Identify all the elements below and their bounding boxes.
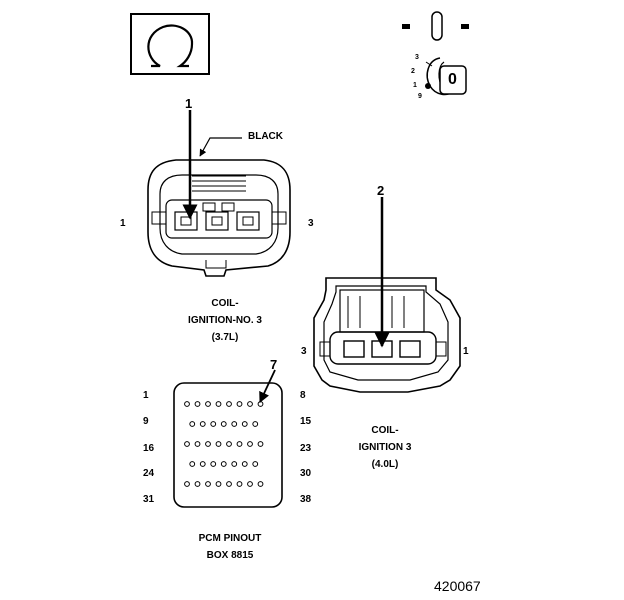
pcm-pin-4 — [215, 401, 222, 407]
ohmmeter-icon — [130, 13, 210, 75]
pcm-pin-3 — [205, 401, 211, 407]
pcm-pin-23 — [257, 441, 264, 447]
pcm-left-pin-16: 16 — [143, 443, 155, 454]
pcm-caption: PCM PINOUT BOX 8815 — [165, 530, 295, 564]
pcm-pin-18 — [205, 441, 211, 447]
coil-40-connector — [313, 277, 461, 393]
pcm-right-pin-23: 23 — [300, 443, 312, 454]
pcm-probe-arrow — [259, 369, 276, 403]
pcm-caption-line-2: BOX 8815 — [206, 550, 254, 561]
pcm-caption-line-1: PCM PINOUT — [198, 533, 262, 544]
pcm-pin-38 — [257, 481, 264, 487]
coil-40-caption-line-2: IGNITION 3 — [358, 442, 412, 453]
black-wire-leader — [199, 137, 242, 157]
pcm-pin-6 — [236, 401, 243, 407]
pcm-pin-grid — [184, 401, 264, 487]
pcm-pin-29 — [241, 461, 248, 467]
switch-position-9: 9 — [418, 93, 422, 100]
coil-40-caption-line-3: (4.0L) — [371, 459, 399, 470]
coil-37-pin-left: 1 — [120, 218, 126, 229]
pcm-pin-11 — [210, 421, 217, 427]
pcm-pin-25 — [199, 461, 206, 467]
pcm-pin-33 — [205, 481, 211, 487]
pcm-pin-13 — [231, 421, 238, 427]
coil-37-connector — [147, 159, 291, 277]
pcm-pin-32 — [194, 481, 201, 487]
coil-37-caption-line-3: (3.7L) — [211, 332, 239, 343]
switch-position-3: 3 — [415, 54, 419, 61]
figure-number: 420067 — [434, 578, 481, 594]
pcm-pin-9 — [189, 421, 196, 427]
pcm-pin-27 — [220, 461, 227, 467]
pcm-left-pin-24: 24 — [143, 468, 155, 479]
coil-37-caption-line-1: COIL- — [211, 298, 239, 309]
pcm-pin-28 — [231, 461, 238, 467]
pcm-pin-16 — [184, 441, 190, 447]
coil-37-caption-line-2: IGNITION-NO. 3 — [188, 315, 262, 326]
pcm-right-pin-15: 15 — [300, 416, 312, 427]
coil-40-caption-line-1: COIL- — [371, 425, 399, 436]
pcm-pin-20 — [226, 441, 232, 447]
pcm-left-pin-31: 31 — [143, 494, 155, 505]
ignition-key-icon — [402, 11, 469, 96]
pcm-pin-26 — [210, 461, 217, 467]
callout-1: 1 — [185, 96, 193, 111]
pcm-pin-31 — [184, 481, 190, 487]
pcm-pin-10 — [199, 421, 206, 427]
callout-2: 2 — [377, 183, 385, 198]
pcm-pin-34 — [215, 481, 222, 487]
coil-40-pin-right: 1 — [463, 346, 469, 357]
pcm-pin-15 — [252, 421, 259, 427]
pcm-pin-24 — [189, 461, 196, 467]
pcm-pin-2 — [194, 401, 201, 407]
pcm-pin-17 — [194, 441, 201, 447]
pcm-right-pin-8: 8 — [300, 390, 306, 401]
pcm-pin-14 — [241, 421, 248, 427]
pcm-pin-35 — [226, 481, 232, 487]
coil-37-pin-right: 3 — [308, 218, 314, 229]
pcm-pinout-box — [173, 382, 283, 508]
pcm-pin-22 — [247, 441, 253, 447]
pcm-pin-19 — [215, 441, 222, 447]
pcm-pin-12 — [220, 421, 227, 427]
pcm-pin-30 — [252, 461, 259, 467]
pcm-pin-1 — [184, 401, 190, 407]
pcm-pin-5 — [226, 401, 232, 407]
pcm-pin-8 — [257, 401, 264, 407]
pcm-pin-37 — [247, 481, 253, 487]
pcm-pin-7 — [247, 401, 253, 407]
coil-37-caption: COIL- IGNITION-NO. 3 (3.7L) — [160, 295, 290, 346]
pcm-left-pin-1: 1 — [143, 390, 149, 401]
switch-position-1: 1 — [413, 82, 417, 89]
pcm-right-pin-38: 38 — [300, 494, 312, 505]
black-wire-label: BLACK — [248, 131, 283, 142]
coil-40-pin-left: 3 — [301, 346, 307, 357]
pcm-right-pin-30: 30 — [300, 468, 312, 479]
pcm-pin-36 — [236, 481, 243, 487]
switch-position-2: 2 — [411, 68, 415, 75]
key-label: 0 — [448, 71, 457, 88]
pcm-pin-21 — [236, 441, 243, 447]
coil-40-caption: COIL- IGNITION 3 (4.0L) — [325, 422, 445, 473]
pcm-left-pin-9: 9 — [143, 416, 149, 427]
callout-7: 7 — [270, 357, 278, 372]
